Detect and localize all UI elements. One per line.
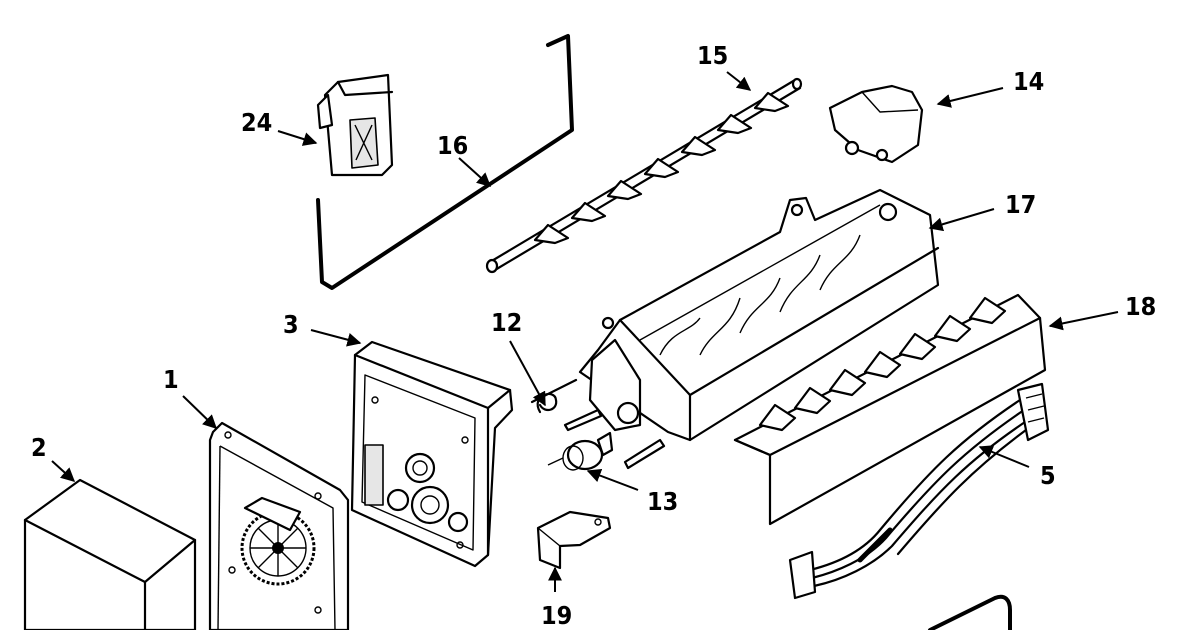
callout-17: 17: [1005, 190, 1036, 219]
part-16-shutoff-arm: [316, 34, 574, 290]
part-17-mold: [578, 188, 940, 442]
callout-16: 16: [437, 131, 468, 160]
part-19-bracket: [536, 510, 612, 570]
callout-labels: 24 16 15 14 17 18 3 12 1 2 13 5 19: [31, 41, 1156, 630]
frame-fragment: [928, 594, 1012, 630]
part-13-thermostat: [547, 431, 614, 471]
part-3-housing: [350, 340, 514, 568]
callout-15: 15: [697, 41, 728, 70]
callout-18: 18: [1125, 292, 1156, 321]
callout-13: 13: [647, 487, 678, 516]
gear-icon: [240, 510, 316, 586]
part-24-switch: [316, 73, 394, 177]
callout-5: 5: [1040, 461, 1056, 490]
part-1-mounting-plate: [208, 421, 350, 630]
callout-arrows: [51, 71, 1119, 592]
heater-terminal: [623, 438, 666, 470]
part-12-clip: [530, 378, 578, 414]
part-14-cam: [828, 84, 924, 164]
callout-12: 12: [491, 308, 522, 337]
callout-1: 1: [163, 365, 179, 394]
part-2-cover: [23, 478, 197, 630]
terminal-pin: [563, 408, 603, 432]
part-15-ejector: [485, 77, 803, 274]
part-18-stripper: [733, 293, 1047, 526]
callout-24: 24: [241, 108, 272, 137]
callout-3: 3: [283, 310, 299, 339]
callout-14: 14: [1013, 67, 1044, 96]
callout-19: 19: [541, 601, 572, 630]
callout-2: 2: [31, 433, 47, 462]
